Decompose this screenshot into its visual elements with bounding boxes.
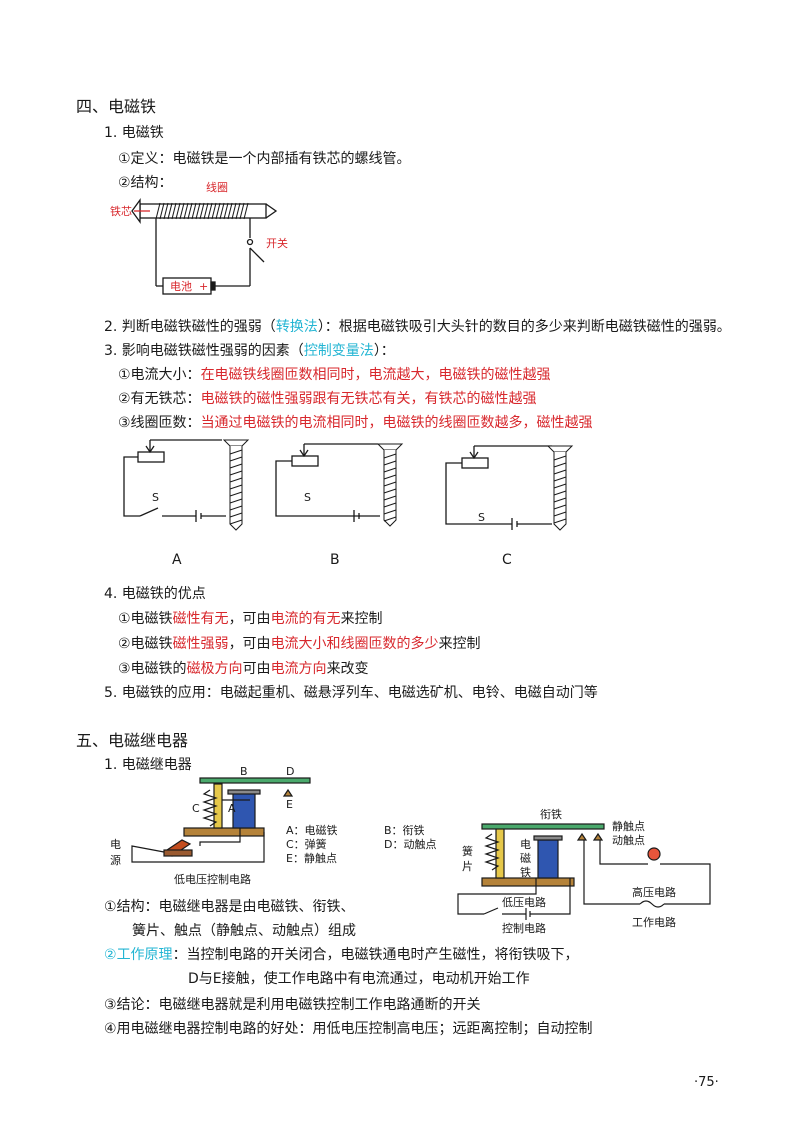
relay-conclusion: ③结论：电磁继电器就是利用电磁铁控制工作电路通断的开关 (104, 997, 481, 1013)
circuit-c-label: C (502, 552, 512, 568)
relay-structure-line1: ①结构：电磁继电器是由电磁铁、衔铁、 (104, 899, 355, 915)
relay1-power-1: 电 (110, 838, 121, 851)
relay1-key-e: E：静触点 (286, 852, 337, 865)
relay-principle-line1: ②工作原理：当控制电路的开关闭合，电磁铁通电时产生磁性，将衔铁吸下， (104, 947, 579, 963)
factor-current: ①电流大小：在电磁铁线圈匝数相同时，电流越大，电磁铁的磁性越强 (118, 367, 551, 383)
relay1-key-a: A：电磁铁 (286, 824, 338, 837)
relay2-control-label: 控制电路 (502, 922, 546, 935)
section4-sub4: 4. 电磁铁的优点 (104, 586, 206, 602)
relay2-high-label: 高压电路 (632, 886, 676, 899)
circuit-c-switch-label: S (478, 511, 485, 524)
relay1-power-2: 源 (110, 854, 121, 867)
factor-core: ②有无铁芯：电磁铁的磁性强弱跟有无铁芯有关，有铁芯的磁性越强 (118, 391, 537, 407)
page-number: ·75· (694, 1075, 719, 1090)
relay1-c-label: C (192, 802, 200, 815)
battery-label: 电池 (170, 280, 192, 293)
section4-sub3: 3. 影响电磁铁磁性强弱的因素（控制变量法）： (104, 343, 395, 359)
advantage-1: ①电磁铁磁性有无，可由电流的有无来控制 (118, 611, 383, 627)
section4-title: 四、电磁铁 (76, 97, 157, 116)
relay2-moving-contact-label: 动触点 (612, 834, 645, 847)
section5-sub1: 1. 电磁继电器 (104, 757, 192, 773)
section4-sub1: 1. 电磁铁 (104, 125, 164, 141)
factor-turns: ③线圈匝数：当通过电磁铁的电流相同时，电磁铁的线圈匝数越多，磁性越强 (118, 415, 593, 431)
relay1-key-d: D：动触点 (384, 838, 437, 851)
battery-plus: + (199, 280, 209, 293)
relay-principle-line2: D与E接触，使工作电路中有电流通过，电动机开始工作 (188, 971, 530, 987)
relay-structure-line2: 簧片、触点（静触点、动触点）组成 (132, 923, 356, 939)
coil-label: 线圈 (206, 181, 228, 194)
relay2-work-label: 工作电路 (632, 916, 676, 929)
advantage-3: ③电磁铁的磁极方向可由电流方向来改变 (118, 661, 369, 677)
circuit-a-switch-label: S (152, 491, 159, 504)
switch-label: 开关 (266, 237, 288, 250)
section4-sub5: 5. 电磁铁的应用：电磁起重机、磁悬浮列车、电磁选矿机、电铃、电磁自动门等 (104, 685, 598, 701)
relay2-static-contact-label: 静触点 (612, 820, 645, 833)
structure-label: ②结构： (118, 175, 173, 191)
relay1-key-b: B：衔铁 (384, 824, 425, 837)
circuit-a-label: A (172, 552, 182, 568)
relay1-a-label: A (228, 802, 236, 815)
section5-title: 五、电磁继电器 (76, 731, 189, 750)
definition-text: ①定义：电磁铁是一个内部插有铁芯的螺线管。 (118, 151, 411, 167)
relay1-b-label: B (240, 765, 248, 778)
relay2-spring-label: 簧片 (462, 845, 473, 873)
relay1-d-label: D (286, 765, 295, 778)
circuit-b-switch-label: S (304, 491, 311, 504)
relay2-armature-label: 衔铁 (540, 808, 562, 821)
relay-advantage: ④用电磁继电器控制电路的好处：用低电压控制高电压；远距离控制；自动控制 (104, 1021, 593, 1037)
relay1-key-c: C：弹簧 (286, 838, 327, 851)
relay2-electromagnet-label: 电磁铁 (520, 838, 531, 879)
section4-sub2: 2. 判断电磁铁磁性的强弱（转换法）：根据电磁铁吸引大头针的数目的多少来判断电磁… (104, 319, 731, 335)
advantage-2: ②电磁铁磁性强弱，可由电流大小和线圈匝数的多少来控制 (118, 636, 481, 652)
relay1-e-label: E (286, 798, 293, 811)
relay1-caption: 低电压控制电路 (174, 873, 251, 886)
core-label: 铁芯 (110, 205, 132, 218)
circuit-b-label: B (330, 552, 340, 568)
relay2-low-label: 低压电路 (502, 896, 546, 909)
